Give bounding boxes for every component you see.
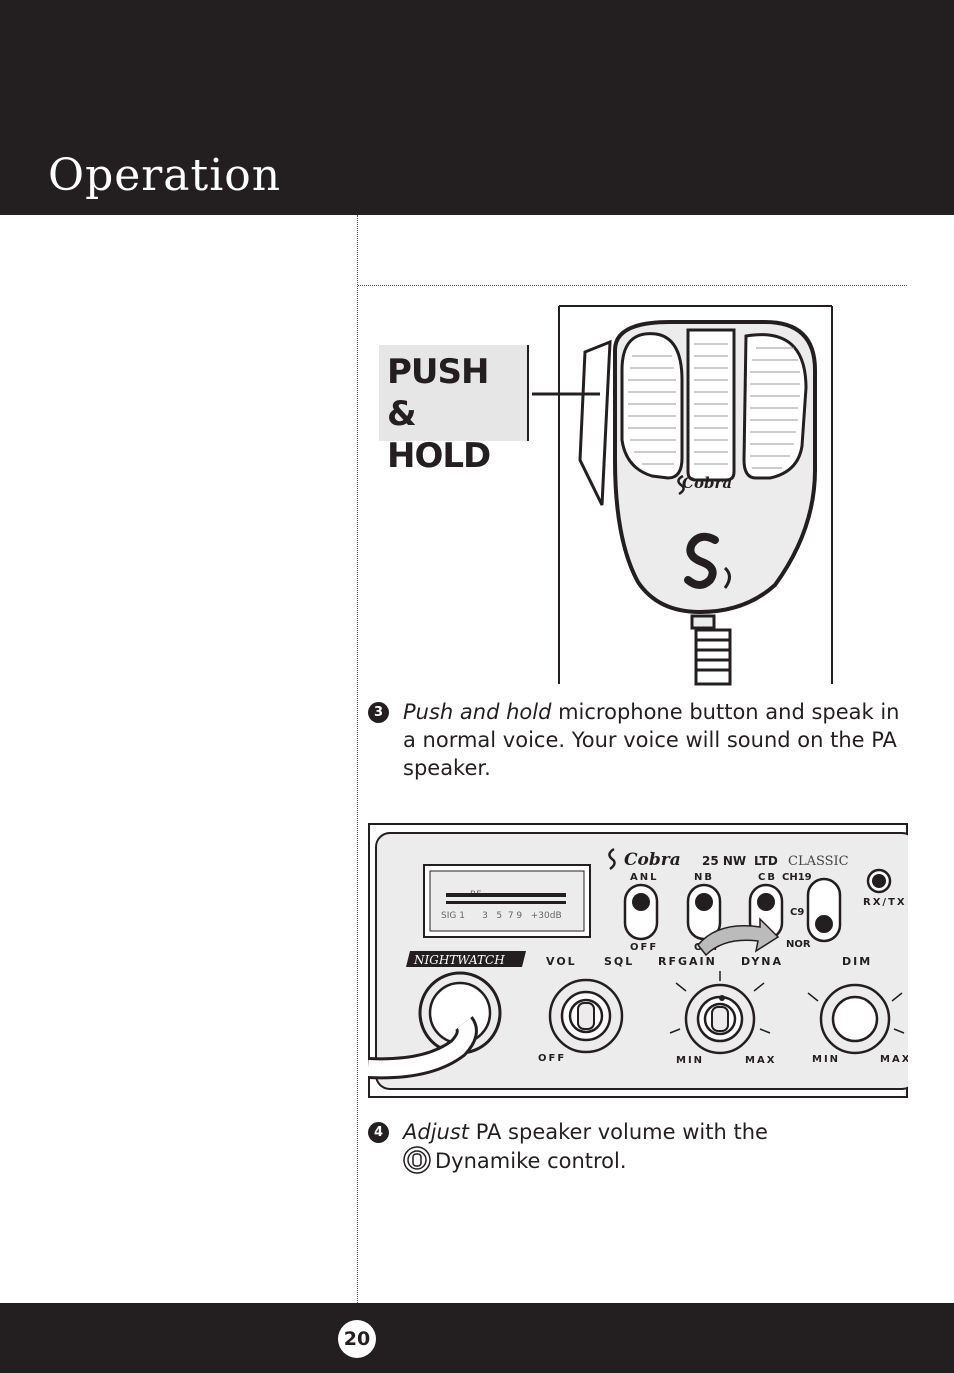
cb-label: CB bbox=[758, 872, 777, 883]
step-body-2: Dynamike control. bbox=[435, 1149, 627, 1173]
step-emphasis: Adjust bbox=[403, 1120, 470, 1144]
rf-min-label: MIN bbox=[676, 1055, 704, 1066]
anl-label: ANL bbox=[630, 872, 658, 883]
step-emphasis: Push and hold bbox=[403, 700, 552, 724]
classic-label: CLASSIC bbox=[788, 854, 849, 869]
header-bar: Operation bbox=[0, 0, 954, 215]
step-body: microphone button and speak in a normal … bbox=[403, 700, 900, 780]
step-body: PA speaker volume with the bbox=[469, 1120, 768, 1144]
ltd-label: LTD bbox=[754, 854, 778, 868]
step-number: 3 bbox=[368, 702, 389, 723]
page-number: 20 bbox=[338, 1320, 376, 1358]
model-label: 25 NW bbox=[702, 854, 746, 868]
mic-brand-text: Cobra bbox=[682, 474, 732, 492]
dyna-label: DYNA bbox=[741, 955, 783, 968]
dynamike-knob-icon bbox=[403, 1146, 431, 1181]
step-text: Adjust PA speaker volume with the Dynami… bbox=[403, 1118, 908, 1181]
rfgain-label: RFGAIN bbox=[658, 955, 717, 968]
rxtx-label: RX/TX bbox=[863, 897, 907, 908]
radio-brand-text: Cobra bbox=[624, 850, 681, 870]
callout-line-1: PUSH & bbox=[387, 352, 489, 434]
nor-label: NOR bbox=[786, 939, 811, 950]
step-number: 4 bbox=[368, 1122, 389, 1143]
vol-label: VOL bbox=[546, 955, 577, 968]
radio-illustration: RF SIG 1 3 5 7 9 +30dB Cobra 25 NW LTD C… bbox=[367, 823, 917, 1099]
step-3: 3 Push and hold microphone button and sp… bbox=[368, 698, 908, 788]
ch19-label: CH19 bbox=[782, 872, 812, 883]
column-divider bbox=[357, 215, 358, 1303]
microphone-illustration: Cobra bbox=[370, 300, 840, 690]
step-4: 4 Adjust PA speaker volume with the Dyna… bbox=[368, 1118, 908, 1180]
cobra-snake-icon bbox=[684, 532, 731, 589]
dim-label: DIM bbox=[842, 955, 872, 968]
push-and-hold-callout: PUSH & HOLD bbox=[379, 345, 529, 476]
nb-label: NB bbox=[694, 872, 714, 883]
section-divider bbox=[358, 285, 907, 286]
page-title: Operation bbox=[48, 150, 282, 201]
sql-label: SQL bbox=[604, 955, 634, 968]
arrow-icon bbox=[697, 917, 780, 957]
off-label-1: OFF bbox=[630, 942, 658, 953]
vol-off-label: OFF bbox=[538, 1053, 566, 1064]
nightwatch-text: NIGHTWATCH bbox=[413, 953, 505, 967]
footer-bar bbox=[0, 1303, 954, 1373]
rf-max-label: MAX bbox=[745, 1055, 776, 1066]
nightwatch-logo: NIGHTWATCH bbox=[406, 951, 526, 967]
meter-scale-label: SIG 1 3 5 7 9 +30dB bbox=[441, 911, 562, 921]
dim-max-label: MAX bbox=[880, 1054, 908, 1065]
dim-min-label: MIN bbox=[812, 1054, 840, 1065]
step-text: Push and hold microphone button and spea… bbox=[403, 698, 908, 782]
callout-line-2: HOLD bbox=[387, 436, 491, 476]
c9-label: C9 bbox=[790, 907, 804, 918]
